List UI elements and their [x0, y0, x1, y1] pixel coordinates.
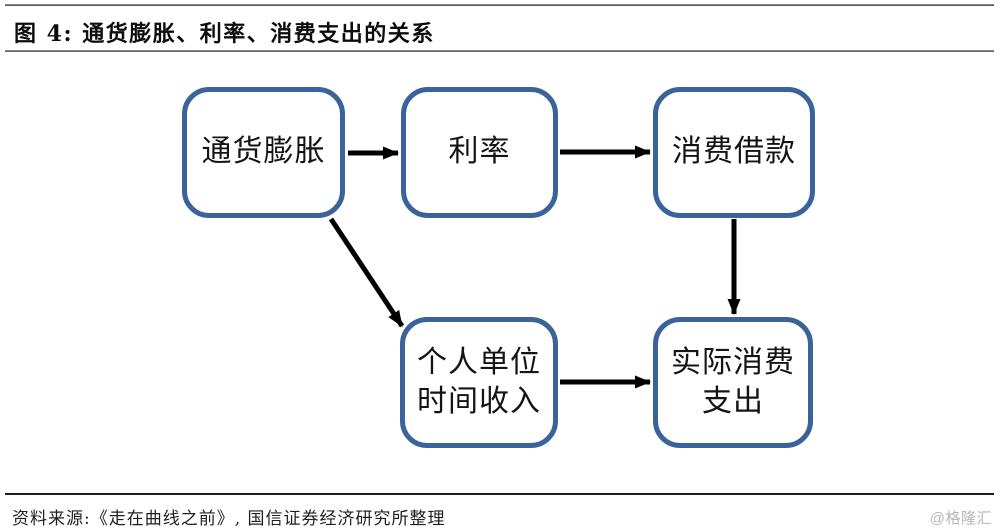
figure-title: 图 4: 通货膨胀、利率、消费支出的关系 [14, 21, 435, 47]
flowchart: 通货膨胀 利率 消费借款 个人单位 时间收入 实际消费 支出 [0, 56, 1000, 486]
node-interest-rate: 利率 [401, 87, 558, 218]
watermark: @格隆汇 [929, 510, 992, 527]
node-consumer-borrowing: 消费借款 [653, 87, 815, 218]
node-personal-income: 个人单位 时间收入 [400, 317, 558, 448]
arrow-inflation-to-personal-income [328, 217, 405, 328]
title-underline-rule [5, 50, 994, 52]
node-inflation: 通货膨胀 [182, 87, 345, 218]
arrow-layer [328, 145, 741, 389]
top-rule [5, 4, 994, 6]
node-actual-spending: 实际消费 支出 [653, 317, 813, 448]
source-note: 资料来源:《走在曲线之前》, 国信证券经济研究所整理 [12, 509, 446, 529]
footer-rule [5, 493, 994, 495]
